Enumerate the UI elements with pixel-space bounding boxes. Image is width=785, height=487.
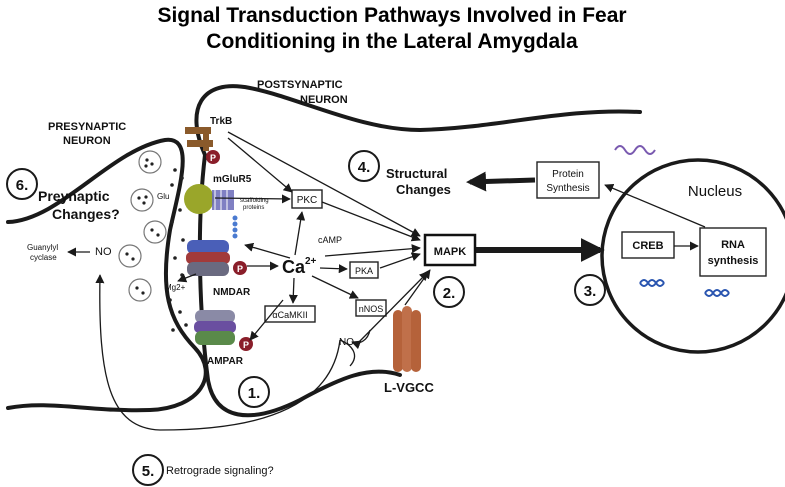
mg-label: Mg2+ xyxy=(165,283,186,292)
protein-to-structural-arrow xyxy=(466,171,536,192)
presynaptic-membrane xyxy=(6,137,208,413)
rna-box xyxy=(699,227,767,277)
nucleus-label: Nucleus xyxy=(688,183,742,200)
step-5-marker xyxy=(132,454,164,486)
creb-box xyxy=(621,231,675,259)
presynaptic-label-1: PRESYNAPTIC xyxy=(48,121,126,133)
postsynaptic-label-1: POSTSYNAPTIC xyxy=(257,79,343,91)
svg-text:P: P xyxy=(237,264,243,274)
step-1-marker xyxy=(238,376,270,408)
step-4-number: 4. xyxy=(358,159,371,176)
postsynaptic-label-2: NEURON xyxy=(300,94,348,106)
synaptic-vesicles xyxy=(118,150,167,302)
camkii-label: αCaMKII xyxy=(272,310,307,320)
step-3-marker xyxy=(574,274,606,306)
step-1-number: 1. xyxy=(248,385,261,402)
creb-label: CREB xyxy=(632,240,663,252)
nnos-label: nNOS xyxy=(359,304,384,314)
vesicle xyxy=(128,278,152,302)
calcium-superscript: 2+ xyxy=(305,256,317,267)
step-2-number: 2. xyxy=(443,285,456,302)
mapk-label: MAPK xyxy=(434,246,466,258)
nmdar-receptor: P xyxy=(186,240,247,276)
step-6-label-2: Changes? xyxy=(52,206,120,222)
scaffolding-label-1: scaffolding xyxy=(240,198,269,204)
presynaptic-label-2: NEURON xyxy=(63,135,111,147)
mglur5-receptor xyxy=(184,184,234,214)
pka-label: PKA xyxy=(355,266,373,276)
camkii-box xyxy=(264,305,316,323)
mrna-strand-icon xyxy=(614,145,656,155)
no-pre-label: NO xyxy=(95,246,112,258)
ampar-receptor: P xyxy=(194,310,253,351)
vesicle xyxy=(118,244,142,268)
vesicle xyxy=(143,220,167,244)
step-2-marker xyxy=(433,276,465,308)
camp-label: cAMP xyxy=(318,235,342,245)
nnos-to-no-arrow xyxy=(351,329,371,350)
nnos-box xyxy=(355,299,387,317)
protein-label-2: Synthesis xyxy=(546,183,589,194)
pka-box xyxy=(349,261,379,279)
rna-label-1: RNA xyxy=(721,239,745,251)
mglur5-label: mGluR5 xyxy=(213,174,252,185)
step-3-number: 3. xyxy=(584,283,597,300)
trkb-receptor: P xyxy=(185,127,220,164)
glutamate-dots xyxy=(125,158,188,332)
postsynaptic-membrane xyxy=(194,84,642,157)
vesicle xyxy=(138,150,162,174)
retrograde-signaling-path xyxy=(95,274,341,431)
pkc-label: PKC xyxy=(297,195,318,206)
phospho-nmdar xyxy=(233,261,247,275)
step-6-marker xyxy=(6,168,38,200)
step-5-number: 5. xyxy=(142,463,155,480)
lvgcc-label: L-VGCC xyxy=(384,380,434,395)
lvgcc-channel xyxy=(393,306,421,372)
glu-label: Glu xyxy=(157,192,169,201)
step-4-marker xyxy=(348,150,380,182)
svg-text:P: P xyxy=(243,340,249,350)
trkb-label: TrkB xyxy=(210,116,232,127)
scaffolding-label-2: proteins xyxy=(243,205,264,211)
rna-label-2: synthesis xyxy=(708,255,759,267)
pkc-box xyxy=(291,189,323,209)
step-5-label: Retrograde signaling? xyxy=(166,465,274,477)
signaling-arrows xyxy=(67,131,706,346)
dna-helix-icon xyxy=(639,279,730,297)
guanylyl-label-2: cyclase xyxy=(30,253,57,262)
svg-text:P: P xyxy=(210,153,216,163)
scaffolding-proteins xyxy=(232,215,238,239)
no-post-label: NO xyxy=(339,337,354,348)
vesicle xyxy=(130,188,154,212)
step-6-number: 6. xyxy=(16,177,29,194)
protein-synthesis-box xyxy=(536,161,600,199)
protein-label-1: Protein xyxy=(552,169,584,180)
title-line-2: Conditioning in the Lateral Amygdala xyxy=(206,30,578,53)
phospho-trkb xyxy=(206,150,220,164)
calcium-label: Ca xyxy=(282,257,306,277)
no-retro-curve xyxy=(339,339,356,367)
nmdar-label: NMDAR xyxy=(213,287,251,298)
guanylyl-label-1: Guanylyl xyxy=(27,243,58,252)
step-4-label-2: Changes xyxy=(396,182,451,197)
mapk-box xyxy=(423,233,477,267)
step-4-label-1: Structural xyxy=(386,166,447,181)
ampar-label: AMPAR xyxy=(207,356,244,367)
step-6-label-1: Preynaptic xyxy=(38,188,110,204)
title-line-1: Signal Transduction Pathways Involved in… xyxy=(157,4,626,27)
